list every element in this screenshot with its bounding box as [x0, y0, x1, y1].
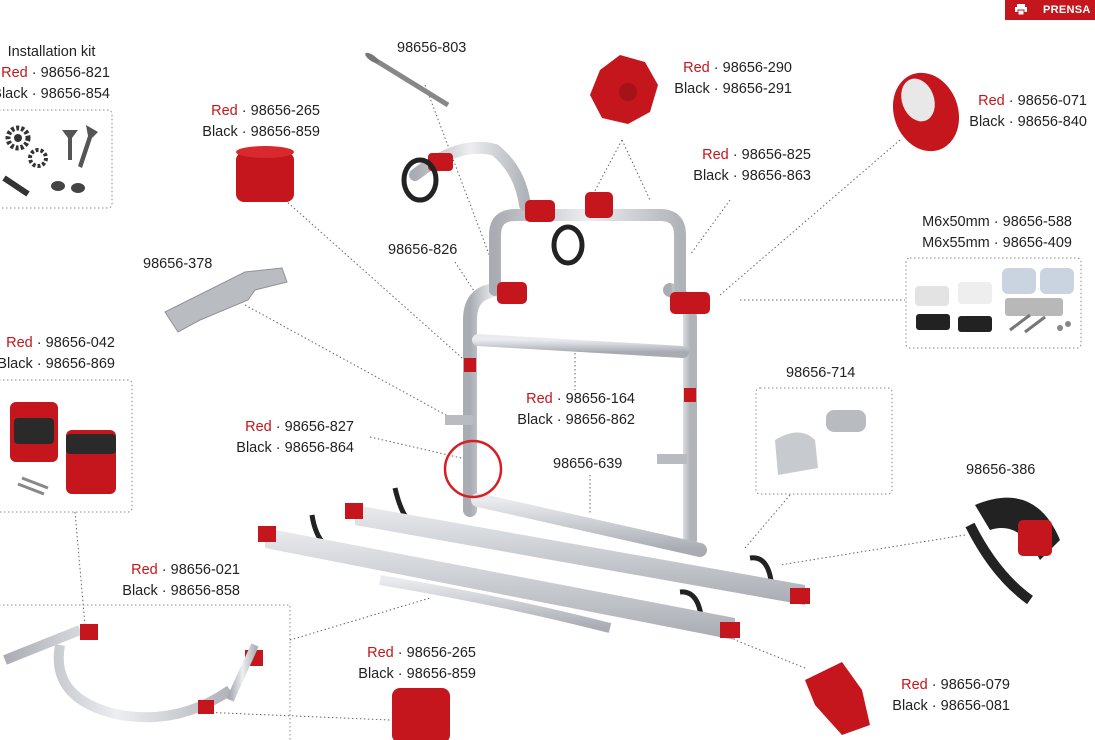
label-installation-kit: Installation kit — [7, 44, 96, 60]
label-kit-part-numbers: Red · 98656-821 Black · 98656-854 — [0, 65, 110, 102]
parts-042 — [10, 402, 116, 496]
nut-icon — [71, 183, 85, 193]
strap-386 — [965, 497, 1060, 605]
inset-boxes — [0, 109, 1082, 740]
link-icon — [2, 175, 30, 197]
cap-265-top — [236, 146, 294, 202]
printer-icon — [1015, 4, 1027, 15]
label-98656-378: 98656-378 — [143, 256, 213, 272]
label-cap-265-top: Red · 98656-265 Black · 98656-859 — [202, 103, 320, 140]
label-knob-071: Red · 98656-071 Black · 98656-840 — [969, 93, 1087, 130]
holder-079 — [805, 662, 870, 735]
label-knob-290: Red · 98656-290 Black · 98656-291 — [674, 60, 792, 97]
rails — [258, 503, 810, 640]
label-part-827: Red · 98656-827 Black · 98656-864 — [236, 419, 354, 456]
label-holder-079: Red · 98656-079 Black · 98656-081 — [892, 677, 1010, 714]
label-m6-kit: M6x50mm · 98656-588 M6x55mm · 98656-409 — [922, 214, 1072, 251]
bolt-803 — [365, 52, 450, 108]
screw-icon — [62, 130, 78, 160]
label-clamp-825: Red · 98656-825 Black · 98656-863 — [693, 147, 811, 184]
label-98656-386: 98656-386 — [966, 462, 1036, 478]
support-378 — [164, 267, 288, 333]
prensa-badge[interactable]: PRENSA — [1005, 0, 1095, 20]
label-frame-021: Red · 98656-021 Black · 98656-858 — [122, 562, 240, 599]
cap-265-bottom — [392, 688, 450, 740]
m6-bolt-kit — [915, 268, 1074, 334]
rack-frame — [409, 141, 707, 557]
installation-kit-parts — [2, 125, 98, 197]
highlight-circle — [443, 439, 503, 499]
label-98656-714: 98656-714 — [786, 365, 856, 381]
screw-icon — [78, 125, 98, 168]
prensa-label: PRENSA — [1043, 4, 1091, 16]
hook-bracket — [657, 454, 687, 464]
gear-icon — [28, 148, 48, 168]
label-bar-164: Red · 98656-164 Black · 98656-862 — [517, 391, 635, 428]
hook-bracket — [445, 415, 473, 425]
leader-lines — [74, 84, 966, 721]
label-cap-265-bottom: Red · 98656-265 Black · 98656-859 — [358, 645, 476, 682]
label-parts-042: Red · 98656-042 Black · 98656-869 — [0, 335, 115, 372]
label-98656-826: 98656-826 — [388, 242, 458, 258]
knob-071 — [892, 72, 960, 152]
nut-icon — [51, 181, 65, 191]
knob-290 — [590, 55, 658, 124]
gear-icon — [5, 125, 31, 151]
label-98656-639: 98656-639 — [553, 456, 623, 472]
frame-clamps — [428, 153, 710, 402]
end-caps-714 — [775, 410, 866, 475]
label-98656-803: 98656-803 — [397, 40, 467, 56]
frame-021 — [3, 624, 263, 723]
